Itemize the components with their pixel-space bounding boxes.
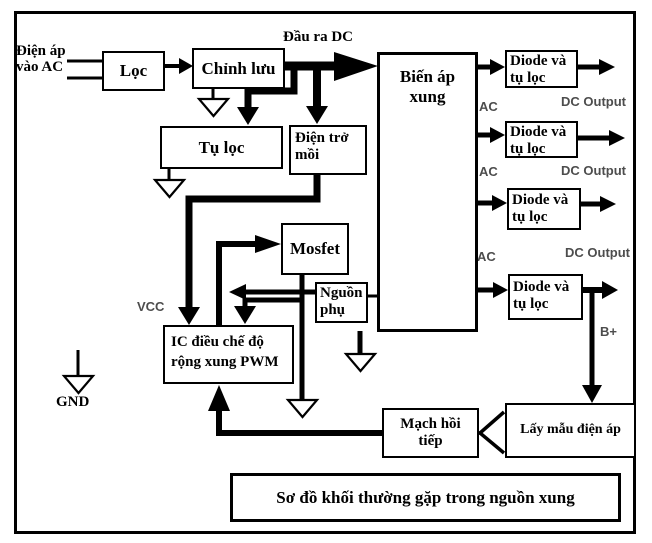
- wire-vcc-to-ic: [178, 174, 321, 325]
- block-diode-filter-1: Diode và tụ lọc: [505, 50, 578, 88]
- wire-mosfet-source: [234, 275, 320, 419]
- block-aux-supply: Nguồn phụ: [315, 282, 368, 323]
- dc-output-label-2: DC Output: [561, 163, 626, 178]
- block-pulse-transformer: Biến áp xung: [377, 52, 478, 332]
- block-diode-filter-4: Diode và tụ lọc: [508, 274, 583, 320]
- wire-bus-to-startresistor: [306, 68, 328, 124]
- dc-output-label-1: DC Output: [561, 94, 626, 109]
- arrow-sampling-to-feedback: [477, 410, 506, 455]
- ground-rectifier: [196, 89, 231, 118]
- block-pulse-transformer-label: Biến áp xung: [399, 67, 456, 106]
- gnd-label: GND: [56, 394, 90, 410]
- wire-loc-to-rectifier: [165, 58, 193, 74]
- wires-transformer-to-diodes: [478, 59, 508, 298]
- ac-label-1: AC: [479, 99, 498, 114]
- block-filter: Lọc: [102, 51, 165, 91]
- wire-bplus-to-sampling: [582, 290, 602, 403]
- wire-ic-to-mosfet: [216, 235, 281, 325]
- ac-input-lines: [67, 59, 102, 80]
- block-voltage-sampling: Lấy mẫu điện áp: [505, 403, 636, 458]
- bplus-label: B+: [600, 324, 617, 339]
- block-mosfet: Mosfet: [281, 223, 349, 275]
- block-feedback-label: Mạch hồi tiếp: [400, 415, 461, 449]
- wire-feedback-to-ic: [208, 385, 382, 436]
- block-diode-filter-3: Diode và tụ lọc: [507, 188, 581, 230]
- block-pwm-ic: IC điều chế độ rộng xung PWM: [163, 325, 294, 384]
- dc-output-label-3: DC Output: [565, 245, 630, 260]
- block-feedback: Mạch hồi tiếp: [382, 408, 479, 458]
- block-start-resistor: Điện trở mồi: [289, 125, 367, 175]
- vcc-label: VCC: [137, 299, 165, 314]
- arrows-dc-outputs: [578, 59, 625, 299]
- wire-dc-bus: [285, 52, 378, 81]
- block-cap-filter: Tụ lọc: [160, 126, 283, 169]
- wire-bus-to-capfilter: [237, 68, 298, 125]
- ac-input-label: Điện áp vào AC: [16, 43, 66, 76]
- block-rectifier: Chỉnh lưu: [192, 48, 285, 89]
- diagram-title: Sơ đồ khối thường gặp trong nguồn xung: [230, 473, 621, 522]
- ac-label-2: AC: [479, 164, 498, 179]
- ground-capfilter: [152, 169, 187, 199]
- dc-bus-label: Đầu ra DC: [283, 29, 353, 45]
- ac-label-3: AC: [477, 249, 496, 264]
- ground-gnd-symbol: [61, 350, 96, 395]
- block-diode-filter-2: Diode và tụ lọc: [505, 121, 578, 158]
- ground-transformer: [343, 331, 378, 373]
- diagram-border: [14, 11, 636, 534]
